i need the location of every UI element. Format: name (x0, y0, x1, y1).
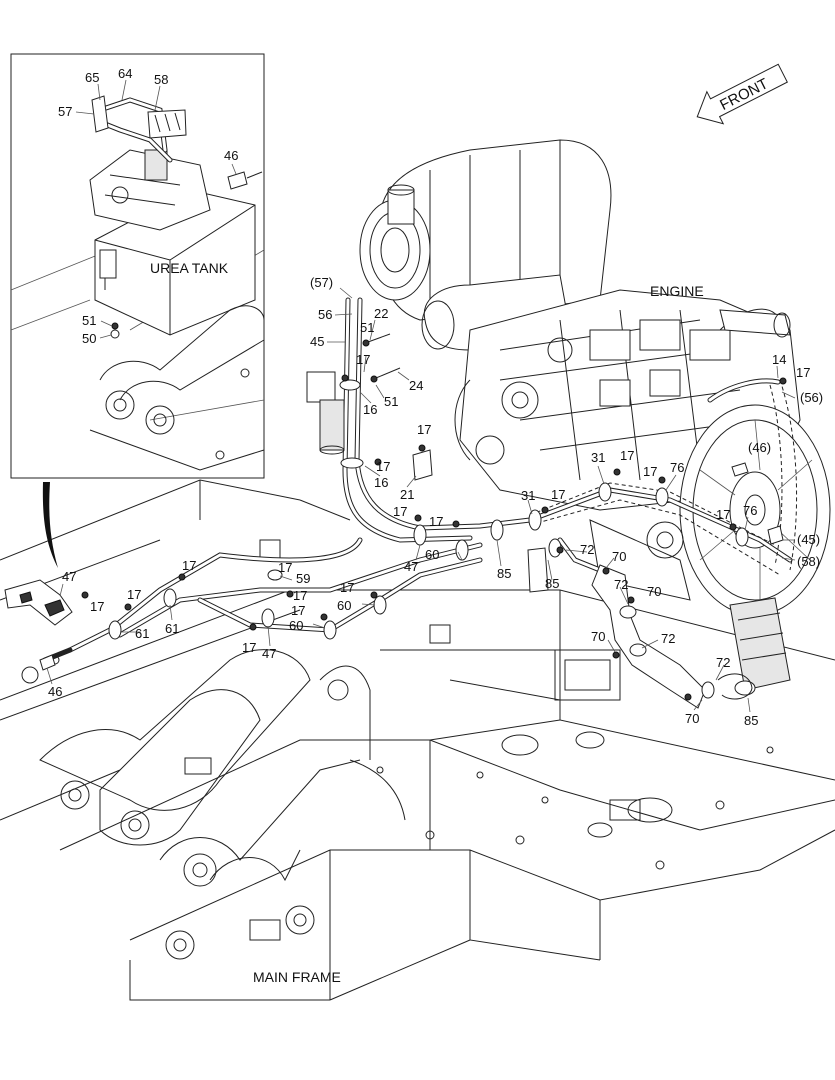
callout: 17 (429, 514, 443, 529)
callout: 61 (135, 626, 149, 641)
callout: 65 (85, 70, 99, 85)
callout: 47 (62, 569, 76, 584)
callout: 72 (661, 631, 675, 646)
callout: 57 (58, 104, 72, 119)
callout: 50 (82, 331, 96, 346)
callout: 14 (772, 352, 786, 367)
callout: 17 (393, 504, 407, 519)
callout: 58 (154, 72, 168, 87)
callout: 70 (647, 584, 661, 599)
callout: 76 (743, 503, 757, 518)
callout: 85 (744, 713, 758, 728)
callout: 17 (796, 365, 810, 380)
front-arrow: FRONT (696, 63, 788, 125)
callout: 17 (127, 587, 141, 602)
callout: 17 (620, 448, 634, 463)
callout: 64 (118, 66, 132, 81)
callout: 85 (545, 576, 559, 591)
callout: 17 (291, 603, 305, 618)
callout: 61 (165, 621, 179, 636)
callout: 21 (400, 487, 414, 502)
callout: 76 (670, 460, 684, 475)
callout: 70 (685, 711, 699, 726)
hose-clamps (108, 379, 756, 699)
leader-lines (46, 79, 796, 713)
callout: (56) (800, 390, 823, 405)
callout: (46) (748, 440, 771, 455)
callout: 70 (612, 549, 626, 564)
callout: (45) (797, 532, 820, 547)
callout: 47 (404, 559, 418, 574)
main-frame-caption: MAIN FRAME (253, 969, 341, 985)
callout: 16 (374, 475, 388, 490)
callout: 17 (278, 560, 292, 575)
callout: (58) (797, 554, 820, 569)
callout: 46 (48, 684, 62, 699)
callout: 22 (374, 306, 388, 321)
callout: 47 (262, 646, 276, 661)
callout: 85 (497, 566, 511, 581)
callout: 46 (224, 148, 238, 163)
callout: 17 (182, 558, 196, 573)
callout: 17 (376, 459, 390, 474)
callout: 17 (417, 422, 431, 437)
engine-caption: ENGINE (650, 283, 704, 299)
callout-labels: 65 64 58 57 46 51 50 (57) 56 22 51 45 17… (48, 66, 823, 728)
callout: 60 (337, 598, 351, 613)
callout: 17 (356, 352, 370, 367)
callout: 31 (521, 488, 535, 503)
callout: 70 (591, 629, 605, 644)
urea-tank-caption: UREA TANK (150, 260, 229, 276)
callout: 17 (90, 599, 104, 614)
callout: 60 (289, 618, 303, 633)
fastener-dots (81, 374, 787, 701)
engine-drawing (359, 139, 831, 691)
callout: 31 (591, 450, 605, 465)
callout: 45 (310, 334, 324, 349)
callout: 60 (425, 547, 439, 562)
main-frame-drawing (0, 479, 835, 1001)
callout: 51 (384, 394, 398, 409)
callout: 56 (318, 307, 332, 322)
urea-tank-inset (10, 53, 265, 479)
callout: 24 (409, 378, 423, 393)
callout: 17 (643, 464, 657, 479)
callout: 72 (580, 542, 594, 557)
callout: 51 (360, 320, 374, 335)
callout: 72 (716, 655, 730, 670)
callout: 17 (340, 580, 354, 595)
callout: 16 (363, 402, 377, 417)
callout: 17 (293, 588, 307, 603)
inset-pointer (42, 482, 58, 568)
callout: 72 (614, 577, 628, 592)
callout: 17 (716, 507, 730, 522)
def-hose-routing (4, 297, 798, 709)
callout: (57) (310, 275, 333, 290)
callout: 51 (82, 313, 96, 328)
callout: 59 (296, 571, 310, 586)
callout: 17 (551, 487, 565, 502)
callout: 17 (242, 640, 256, 655)
